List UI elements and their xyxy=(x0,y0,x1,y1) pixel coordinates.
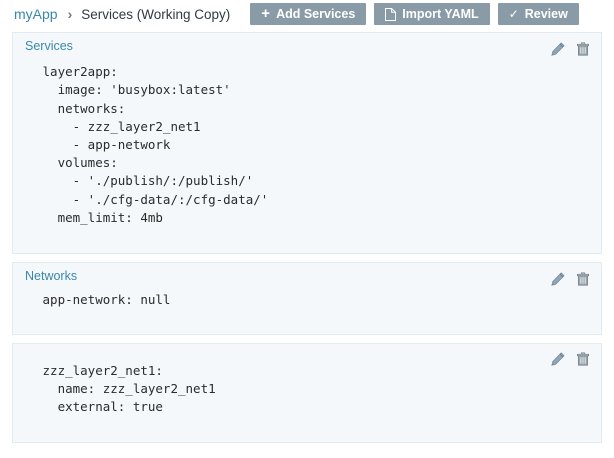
networks-yaml-content: app-network: null xyxy=(35,292,171,308)
services-yaml-content: layer2app: image: 'busybox:latest' netwo… xyxy=(42,64,269,225)
toolbar-actions: + Add Services Import YAML ✓ Review xyxy=(250,3,579,25)
review-label: Review xyxy=(524,7,568,21)
trash-icon[interactable] xyxy=(575,41,590,56)
review-button[interactable]: ✓ Review xyxy=(497,3,579,25)
pencil-icon[interactable] xyxy=(550,271,565,286)
networks-card-actions xyxy=(550,271,590,286)
networks-card-label: Networks xyxy=(25,269,78,284)
networks-external-yaml-content: zzz_layer2_net1: name: zzz_layer2_net1 e… xyxy=(42,362,216,414)
networks-card: Networks app-network: null xyxy=(12,262,602,335)
networks-external-card-actions xyxy=(550,352,590,367)
add-services-button[interactable]: + Add Services xyxy=(250,3,367,25)
pencil-icon[interactable] xyxy=(550,41,565,56)
services-card-actions xyxy=(550,41,590,56)
cards-container: Services layer2app: image: 'busybox:lat xyxy=(0,28,614,444)
check-icon: ✓ xyxy=(508,7,519,21)
top-toolbar: myApp › Services (Working Copy) + Add Se… xyxy=(0,0,614,28)
breadcrumb-separator-icon: › xyxy=(67,6,73,22)
pencil-icon[interactable] xyxy=(550,352,565,367)
networks-external-card: zzz_layer2_net1: name: zzz_layer2_net1 e… xyxy=(12,342,602,444)
import-yaml-button[interactable]: Import YAML xyxy=(374,3,490,25)
plus-icon: + xyxy=(261,5,271,22)
services-card-label: Services xyxy=(25,39,73,53)
trash-icon[interactable] xyxy=(575,271,590,286)
add-services-label: Add Services xyxy=(276,7,356,21)
document-icon xyxy=(385,7,397,21)
breadcrumb-current-page: Services (Working Copy) xyxy=(81,6,231,22)
import-yaml-label: Import YAML xyxy=(402,7,479,21)
trash-icon[interactable] xyxy=(575,352,590,367)
breadcrumb-app-link[interactable]: myApp xyxy=(14,6,58,22)
services-card: Services layer2app: image: 'busybox:lat xyxy=(12,32,602,255)
